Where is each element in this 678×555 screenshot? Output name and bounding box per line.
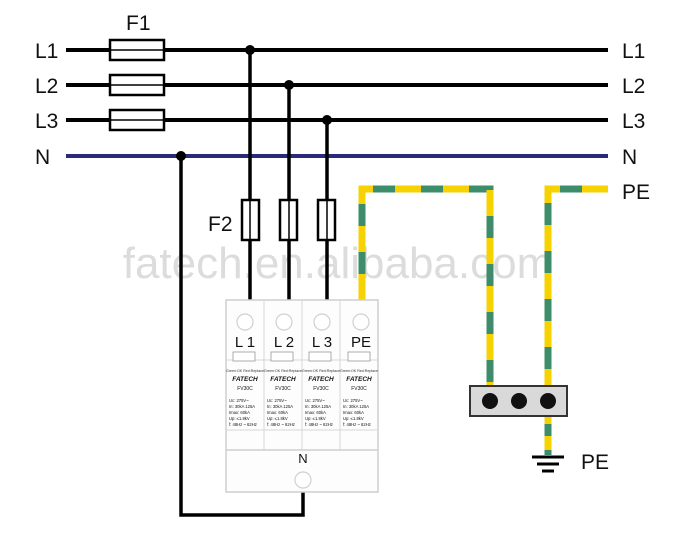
- label-l3-left: L3: [35, 110, 58, 133]
- device-n-screw: [294, 471, 312, 489]
- device-module-2: Green:OK Red:Replace FATECH FV30C Uc: 27…: [264, 369, 302, 427]
- watermark: fatech.en.alibaba.com: [123, 239, 554, 288]
- svg-text:Imax: 60kA: Imax: 60kA: [229, 410, 250, 415]
- svg-text:f: 48Hz ~ 62Hz: f: 48Hz ~ 62Hz: [267, 422, 295, 427]
- svg-text:Uc: 275V~: Uc: 275V~: [305, 398, 325, 403]
- svg-text:In: 30kA 125A: In: 30kA 125A: [267, 404, 293, 409]
- device-terminal-l1: L 1: [235, 334, 255, 351]
- label-l2-left: L2: [35, 75, 58, 98]
- svg-text:Imax: 60kA: Imax: 60kA: [267, 410, 288, 415]
- terminal-screw-3: [540, 393, 556, 409]
- svg-text:In: 30kA 125A: In: 30kA 125A: [343, 404, 369, 409]
- device-module-1: Green:OK Red:Replace FATECH FV30C Uc: 27…: [226, 369, 264, 427]
- device-terminal-n: N: [298, 451, 307, 466]
- svg-text:FV30C: FV30C: [275, 386, 291, 392]
- pe-wire-device: [358, 185, 494, 395]
- svg-text:Up: ≤1.8kV: Up: ≤1.8kV: [267, 416, 288, 421]
- fuse-f2-label: F2: [208, 213, 233, 236]
- terminal-screw-2: [511, 393, 527, 409]
- svg-text:FATECH: FATECH: [308, 376, 334, 383]
- terminal-screw-1: [482, 393, 498, 409]
- surge-protective-device: L 1 L 2 L 3 PE N: [225, 299, 379, 493]
- svg-text:FV30C: FV30C: [237, 386, 253, 392]
- svg-text:Green:OK Red:Replace: Green:OK Red:Replace: [302, 369, 340, 373]
- label-l1-left: L1: [35, 40, 58, 63]
- svg-text:f: 48Hz ~ 62Hz: f: 48Hz ~ 62Hz: [305, 422, 333, 427]
- label-l1-right: L1: [622, 40, 645, 63]
- svg-text:Uc: 275V~: Uc: 275V~: [343, 398, 363, 403]
- device-module-3: Green:OK Red:Replace FATECH FV30C Uc: 27…: [302, 369, 340, 427]
- ground-pe-label: PE: [581, 451, 609, 474]
- pe-wire-main: [544, 185, 608, 395]
- svg-text:Up: ≤1.8kV: Up: ≤1.8kV: [305, 416, 326, 421]
- svg-text:Green:OK Red:Replace: Green:OK Red:Replace: [226, 369, 264, 373]
- device-module-4: Green:OK Red:Replace FATECH FV30C Uc: 27…: [340, 369, 378, 427]
- svg-text:Up: ≤1.8kV: Up: ≤1.8kV: [229, 416, 250, 421]
- svg-text:Imax: 60kA: Imax: 60kA: [343, 410, 364, 415]
- device-terminal-l3: L 3: [312, 334, 332, 351]
- svg-text:Uc: 275V~: Uc: 275V~: [267, 398, 287, 403]
- label-n-left: N: [35, 146, 50, 169]
- svg-text:Uc: 275V~: Uc: 275V~: [229, 398, 249, 403]
- svg-text:Imax: 60kA: Imax: 60kA: [305, 410, 326, 415]
- device-terminal-pe: PE: [351, 334, 371, 351]
- ground-icon: [532, 455, 564, 473]
- label-l3-right: L3: [622, 110, 645, 133]
- fuse-f1-label: F1: [126, 12, 151, 35]
- svg-text:FATECH: FATECH: [232, 376, 258, 383]
- svg-text:f: 48Hz ~ 62Hz: f: 48Hz ~ 62Hz: [343, 422, 371, 427]
- svg-text:FATECH: FATECH: [270, 376, 296, 383]
- device-terminal-l2: L 2: [274, 334, 294, 351]
- label-n-right: N: [622, 146, 637, 169]
- svg-text:FATECH: FATECH: [346, 376, 372, 383]
- label-l2-right: L2: [622, 75, 645, 98]
- svg-text:FV30C: FV30C: [313, 386, 329, 392]
- svg-text:In: 30kA 125A: In: 30kA 125A: [305, 404, 331, 409]
- svg-text:f: 48Hz ~ 62Hz: f: 48Hz ~ 62Hz: [229, 422, 257, 427]
- svg-text:Green:OK Red:Replace: Green:OK Red:Replace: [264, 369, 302, 373]
- svg-text:FV30C: FV30C: [351, 386, 367, 392]
- svg-text:Green:OK Red:Replace: Green:OK Red:Replace: [340, 369, 378, 373]
- neutral-return-wire: [179, 156, 305, 517]
- label-pe-right: PE: [622, 181, 650, 204]
- svg-text:Up: ≤1.8kV: Up: ≤1.8kV: [343, 416, 364, 421]
- svg-text:In: 30kA 125A: In: 30kA 125A: [229, 404, 255, 409]
